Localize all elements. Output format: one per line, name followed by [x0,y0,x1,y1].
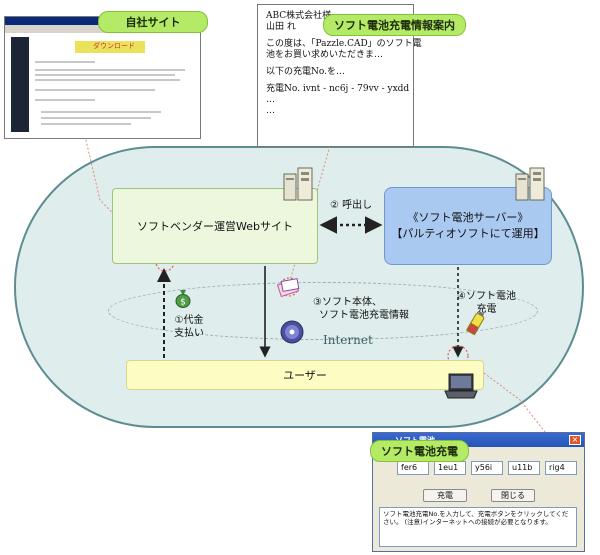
charge-info-tag: ソフト電池充電情報案内 [323,14,466,36]
charge-code-field-5[interactable]: rig4 [545,461,577,475]
website-text-line [35,74,175,76]
charge-line1: ④ソフト電池 [457,291,516,302]
website-connector [84,135,156,257]
charge-button[interactable]: 充電 [423,489,467,502]
website-text-line [35,69,185,71]
website-text-line [35,89,155,91]
internet-ring [108,282,538,340]
battery-icon [466,310,486,338]
charge-code-field-2[interactable]: 1eu1 [434,461,466,475]
dialog-connector [467,360,546,433]
download-banner: ダウンロード [75,41,145,53]
user-label: ユーザー [283,369,327,382]
laptop-icon [444,372,478,400]
money-bag-icon: $ [174,288,192,308]
email-line: 池をお買い求めいただきま… [266,50,384,60]
cd-disc-icon [280,320,304,344]
charge-code-field-4[interactable]: u11b [508,461,540,475]
website-text-line [35,61,95,63]
internet-label: Internet [323,333,373,347]
vendor-server-icon [282,166,318,202]
close-button[interactable]: 閉じる [491,489,535,502]
charge-line2: 充電 [476,304,497,315]
email-line: … [266,95,275,105]
charge-code-field-3[interactable]: y56i [471,461,503,475]
charge-code-field-1[interactable]: fer6 [397,461,429,475]
step-software-label: ③ソフト本体、 ソフト電池充電情報 [297,296,409,322]
step-payment-label: ①代金 支払い [174,314,204,340]
user-box: ユーザー [126,360,484,390]
company-website-screenshot: ダウンロード [4,16,201,139]
step-charge-label: ④ソフト電池 充電 [457,290,516,316]
charge-tag: ソフト電池充電 [370,440,469,462]
website-text-line [41,123,131,125]
server-label-line1: 《ソフト電池サーバー》 [407,211,529,224]
document-stack-icon [276,276,302,298]
website-text-line [35,99,95,101]
email-line: 以下の充電No.を… [266,67,345,77]
email-line: … [266,106,275,116]
step-call-label: ② 呼出し [330,200,373,211]
download-banner-text: ダウンロード [93,42,135,50]
charge-dialog: ソフト電池 × fer6 1eu1 y56i u11b rig4 充電 閉じる … [372,432,585,552]
website-text-line [35,79,180,81]
email-line: 山田 れ [266,22,296,32]
server-label-line2: 【パルティオソフトにて運用】 [391,227,545,240]
vendor-website-label: ソフトベンダー運営Webサイト [137,220,293,233]
svg-text:$: $ [180,298,186,308]
email-line: この度は、「Pazzle.CAD」のソフト電 [266,39,422,49]
payment-line2: 支払い [174,328,204,339]
close-icon[interactable]: × [569,435,581,445]
email-line: ABC株式会社様 [266,11,332,21]
email-charge-number: 充電No. ivnt - nc6j - 79vv - yxdd [266,84,410,94]
battery-server-icon [514,166,550,202]
software-battery-server-box: 《ソフト電池サーバー》 【パルティオソフトにて運用】 [384,187,552,265]
website-text-line [41,111,161,113]
vendor-website-box: ソフトベンダー運営Webサイト [112,188,318,264]
software-line1: ③ソフト本体、 [313,297,382,308]
website-sidebar [11,37,29,132]
dialog-message: ソフト電池充電No.を入力して、充電ボタンをクリックしてください。 (注意)イン… [379,507,577,547]
dialog-connector-circle [447,345,469,367]
own-site-tag: 自社サイト [98,11,208,33]
website-text-line [41,117,151,119]
software-line2: ソフト電池充電情報 [319,310,409,321]
payment-line1: ①代金 [174,315,204,326]
email-body: ABC株式会社様 山田 れ この度は、「Pazzle.CAD」のソフト電 池をお… [266,11,422,117]
